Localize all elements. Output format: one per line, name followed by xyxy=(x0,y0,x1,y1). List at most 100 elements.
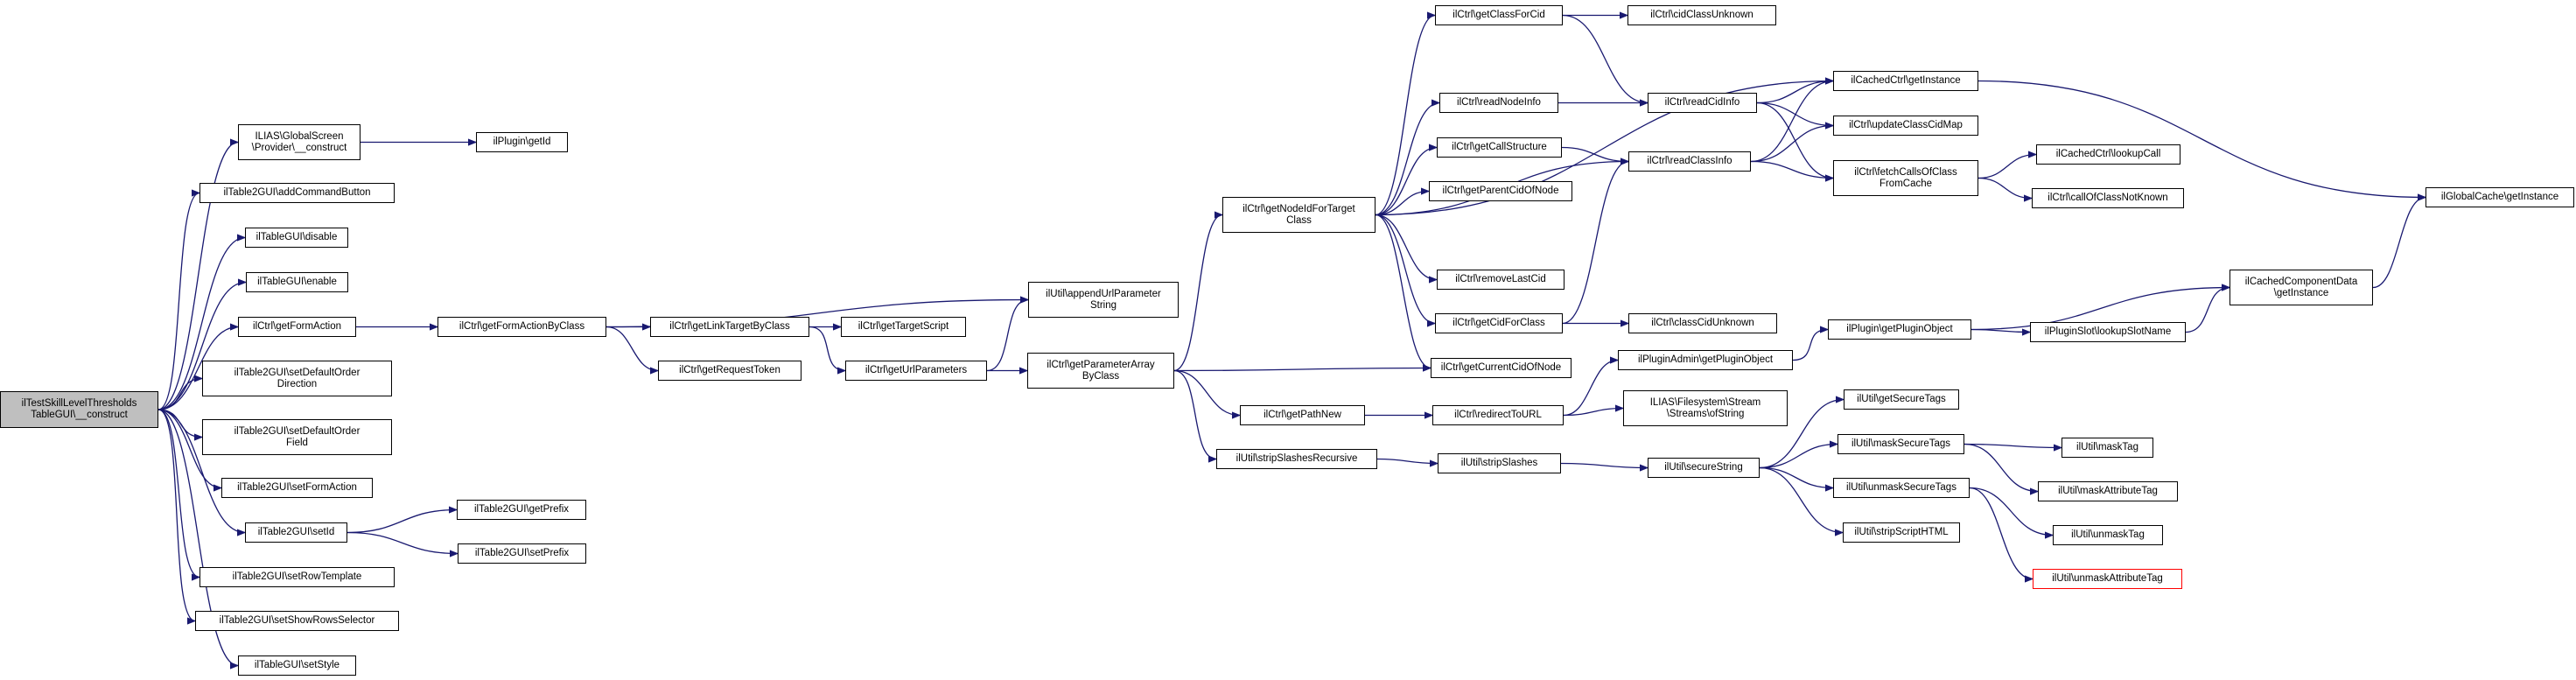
node-ilcachedcomponentdata-getinstance[interactable]: ilCachedComponentData\getInstance xyxy=(2230,270,2373,305)
node-ilutil-unmasktag[interactable]: ilUtil\unmaskTag xyxy=(2053,525,2163,545)
node-iltable2gui-setshowrowsselector[interactable]: ilTable2GUI\setShowRowsSelector xyxy=(195,611,399,631)
edge-getNodeId-to-getParentCid xyxy=(1375,192,1429,216)
node-label-line: ilTable2GUI\setDefaultOrder xyxy=(234,425,360,437)
node-iltable2gui-setformaction[interactable]: ilTable2GUI\setFormAction xyxy=(221,478,373,498)
node-ilctrl-readclassinfo[interactable]: ilCtrl\readClassInfo xyxy=(1628,151,1751,172)
node-label-line: ilCtrl\getLinkTargetByClass xyxy=(669,321,790,332)
node-iltable2gui-setprefix[interactable]: ilTable2GUI\setPrefix xyxy=(458,543,586,564)
node-label-line: ilCtrl\getParameterArray xyxy=(1046,359,1155,370)
edge-redirect-to-pluginAdmin xyxy=(1563,361,1619,417)
node-ilutil-unmaskattributetag[interactable]: ilUtil\unmaskAttributeTag xyxy=(2033,569,2182,589)
node-ilctrl-getcidforclass[interactable]: ilCtrl\getCidForClass xyxy=(1435,313,1563,333)
node-ilglobalcache-getinstance[interactable]: ilGlobalCache\getInstance xyxy=(2426,187,2574,207)
edge-getNodeId-to-readNodeInfo xyxy=(1375,103,1440,216)
edge-stripSlashesRec-to-stripSlashes xyxy=(1376,458,1438,464)
edge-pluginAdmin-to-getPluginObject xyxy=(1792,330,1828,361)
node-ilcachedctrl-getinstance[interactable]: ilCachedCtrl\getInstance xyxy=(1833,71,1978,91)
node-ilctrl-cidclassunknown[interactable]: ilCtrl\cidClassUnknown xyxy=(1628,5,1776,25)
node-ilias-filesystem-stream-streams-ofstring[interactable]: ILIAS\Filesystem\Stream\Streams\ofString xyxy=(1623,390,1788,426)
node-ilctrl-getformaction[interactable]: ilCtrl\getFormAction xyxy=(238,317,356,337)
node-ilctrl-getcallstructure[interactable]: ilCtrl\getCallStructure xyxy=(1437,137,1562,158)
node-ilutil-stripslashes[interactable]: ilUtil\stripSlashes xyxy=(1438,453,1561,473)
node-label-line: ilUtil\unmaskAttributeTag xyxy=(2052,573,2163,584)
node-ilplugin-getpluginobject[interactable]: ilPlugin\getPluginObject xyxy=(1828,319,1971,340)
node-label-line: ilPluginAdmin\getPluginObject xyxy=(1637,354,1774,365)
node-iltablegui-enable[interactable]: ilTableGUI\enable xyxy=(246,272,348,292)
node-iltablegui-disable[interactable]: ilTableGUI\disable xyxy=(245,228,348,248)
edge-getCallStruct-to-readClassInfo xyxy=(1561,146,1628,162)
node-label-line: ilCtrl\getClassForCid xyxy=(1452,10,1545,20)
node-label-line: ilTable2GUI\setShowRowsSelector xyxy=(219,615,375,626)
node-label-line: Class xyxy=(1286,214,1312,226)
edge-getNodeId-to-getClassForCid xyxy=(1375,16,1436,216)
node-ilctrl-getlinktargetbyclass[interactable]: ilCtrl\getLinkTargetByClass xyxy=(650,317,809,337)
node-label-line: ilCtrl\getFormActionByClass xyxy=(458,321,585,332)
edge-getNodeId-to-getCidForClass xyxy=(1375,214,1436,324)
node-ilutil-masksecuretags[interactable]: ilUtil\maskSecureTags xyxy=(1838,434,1964,454)
node-ilutil-masktag[interactable]: ilUtil\maskTag xyxy=(2062,438,2153,458)
edge-layer xyxy=(158,16,2426,666)
edge-root-to-addCmd xyxy=(158,193,200,410)
edge-readClassInfo-to-cachedCtrl xyxy=(1750,81,1833,163)
node-ilctrl-getcurrentcidofnode[interactable]: ilCtrl\getCurrentCidOfNode xyxy=(1431,358,1572,378)
node-iltable2gui-setrowtemplate[interactable]: ilTable2GUI\setRowTemplate xyxy=(200,567,395,587)
node-ilpluginadmin-getpluginobject[interactable]: ilPluginAdmin\getPluginObject xyxy=(1618,350,1793,370)
node-label-line: ilCtrl\callOfClassNotKnown xyxy=(2048,193,2168,203)
node-ilctrl-readcidinfo[interactable]: ilCtrl\readCidInfo xyxy=(1648,93,1757,113)
edge-cachedComp-to-globalCache xyxy=(2372,198,2426,289)
edge-getCidForClass-to-readClassInfo xyxy=(1562,162,1629,325)
edge-readClassInfo-to-fetchCalls xyxy=(1750,160,1833,179)
node-iltablegui-setstyle[interactable]: ilTableGUI\setStyle xyxy=(238,655,356,676)
node-ilcachedctrl-lookupcall[interactable]: ilCachedCtrl\lookupCall xyxy=(2036,144,2180,165)
edge-root-to-setShowRows xyxy=(158,409,196,621)
node-label-line: TableGUI\__construct xyxy=(31,410,128,420)
node-ilutil-stripscripthtml[interactable]: ilUtil\stripScriptHTML xyxy=(1843,522,1960,543)
edge-setId-to-getPrefix xyxy=(346,510,457,534)
edge-fetchCalls-to-callOfClassNK xyxy=(1978,177,2032,199)
edge-readCidInfo-to-cachedCtrl xyxy=(1756,81,1833,104)
node-ilutil-unmasksecuretags[interactable]: ilUtil\unmaskSecureTags xyxy=(1833,478,1970,498)
node-label-line: ilUtil\unmaskTag xyxy=(2071,529,2145,540)
node-ilutil-stripslashesrecursive[interactable]: ilUtil\stripSlashesRecursive xyxy=(1216,449,1377,469)
node-ilctrl-removelastcid[interactable]: ilCtrl\removeLastCid xyxy=(1437,270,1564,290)
node-ilutil-getsecuretags[interactable]: ilUtil\getSecureTags xyxy=(1844,389,1959,410)
node-ilctrl-getclassforcid[interactable]: ilCtrl\getClassForCid xyxy=(1435,5,1563,25)
node-iltable2gui-addcommandbutton[interactable]: ilTable2GUI\addCommandButton xyxy=(200,183,395,203)
edge-readClassInfo-to-updateClassCid xyxy=(1750,126,1833,163)
node-ilctrl-redirecttourl[interactable]: ilCtrl\redirectToURL xyxy=(1432,405,1564,425)
node-ilctrl-readnodeinfo[interactable]: ilCtrl\readNodeInfo xyxy=(1439,93,1558,113)
node-ilpluginslot-lookupslotname[interactable]: ilPluginSlot\lookupSlotName xyxy=(2030,322,2186,342)
node-ilctrl-geturlparameters[interactable]: ilCtrl\getUrlParameters xyxy=(845,361,987,381)
edge-getNodeId-to-cachedCtrl xyxy=(1375,81,1833,216)
edge-root-to-setId xyxy=(158,409,245,533)
edge-getParamArr-to-getPathNew xyxy=(1173,369,1240,416)
node-ilctrl-getformactionbyclass[interactable]: ilCtrl\getFormActionByClass xyxy=(438,317,606,337)
node-ilctrl-gettargetscript[interactable]: ilCtrl\getTargetScript xyxy=(841,317,966,337)
node-ilctrl-getrequesttoken[interactable]: ilCtrl\getRequestToken xyxy=(658,361,802,381)
edge-lookupSlotName-to-cachedComp xyxy=(2185,288,2230,333)
node-label-line: ilCtrl\readNodeInfo xyxy=(1457,97,1541,108)
node-ilctrl-callofclassnotknown[interactable]: ilCtrl\callOfClassNotKnown xyxy=(2032,188,2184,208)
node-ilctrl-getparentcidofnode[interactable]: ilCtrl\getParentCidOfNode xyxy=(1429,181,1572,201)
node-iltable2gui-setid[interactable]: ilTable2GUI\setId xyxy=(245,522,347,543)
node-ilutil-securestring[interactable]: ilUtil\secureString xyxy=(1648,458,1760,478)
node-ilutil-maskattributetag[interactable]: ilUtil\maskAttributeTag xyxy=(2038,481,2178,501)
node-ilctrl-getpathnew[interactable]: ilCtrl\getPathNew xyxy=(1240,405,1365,425)
node-ilplugin-getid[interactable]: ilPlugin\getId xyxy=(476,132,568,152)
node-ilctrl-classcidunknown[interactable]: ilCtrl\classCidUnknown xyxy=(1628,313,1777,333)
node-label-line: ilUtil\appendUrlParameter xyxy=(1046,288,1161,299)
node-ilias-globalscreen-provider-construct[interactable]: ILIAS\GlobalScreen\Provider\__construct xyxy=(238,124,360,160)
node-label-line: ilUtil\getSecureTags xyxy=(1857,394,1946,404)
node-ilctrl-updateclasscidmap[interactable]: ilCtrl\updateClassCidMap xyxy=(1833,116,1978,136)
edge-root-to-gsp xyxy=(158,143,239,410)
edge-root-to-disable xyxy=(158,238,245,410)
node-iltable2gui-getprefix[interactable]: ilTable2GUI\getPrefix xyxy=(457,500,586,520)
node-label-line: \getInstance xyxy=(2273,287,2329,298)
